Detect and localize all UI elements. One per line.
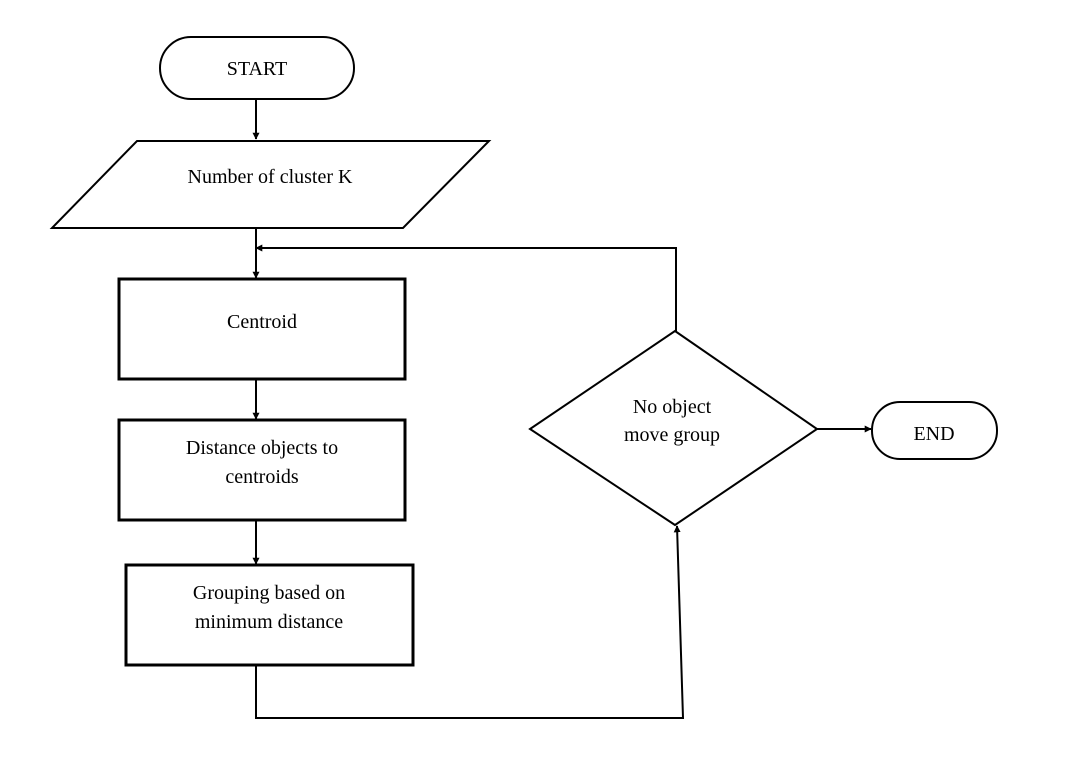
input-k-node: Number of cluster K (49, 140, 492, 229)
end-label: END (913, 423, 954, 445)
edge-decision-loop-to-centroid (255, 244, 677, 331)
start-node: START (159, 36, 355, 100)
grouping-label-line2: minimum distance (195, 611, 343, 633)
input-k-label: Number of cluster K (188, 166, 354, 188)
decision-label-line1: No object (633, 396, 712, 418)
end-node: END (871, 401, 998, 460)
edges (252, 99, 872, 719)
distance-label-line1: Distance objects to (186, 437, 338, 459)
grouping-node: Grouping based on minimum distance (124, 563, 415, 667)
edge-grouping-to-decision (255, 525, 685, 719)
distance-node: Distance objects to centroids (117, 418, 407, 522)
centroid-node: Centroid (117, 277, 407, 381)
centroid-label: Centroid (227, 311, 297, 333)
decision-label-line2: move group (624, 424, 720, 446)
start-label: START (227, 58, 288, 80)
distance-label-line2: centroids (225, 466, 299, 488)
grouping-label-line1: Grouping based on (193, 582, 345, 604)
decision-node: No object move group (528, 329, 819, 527)
